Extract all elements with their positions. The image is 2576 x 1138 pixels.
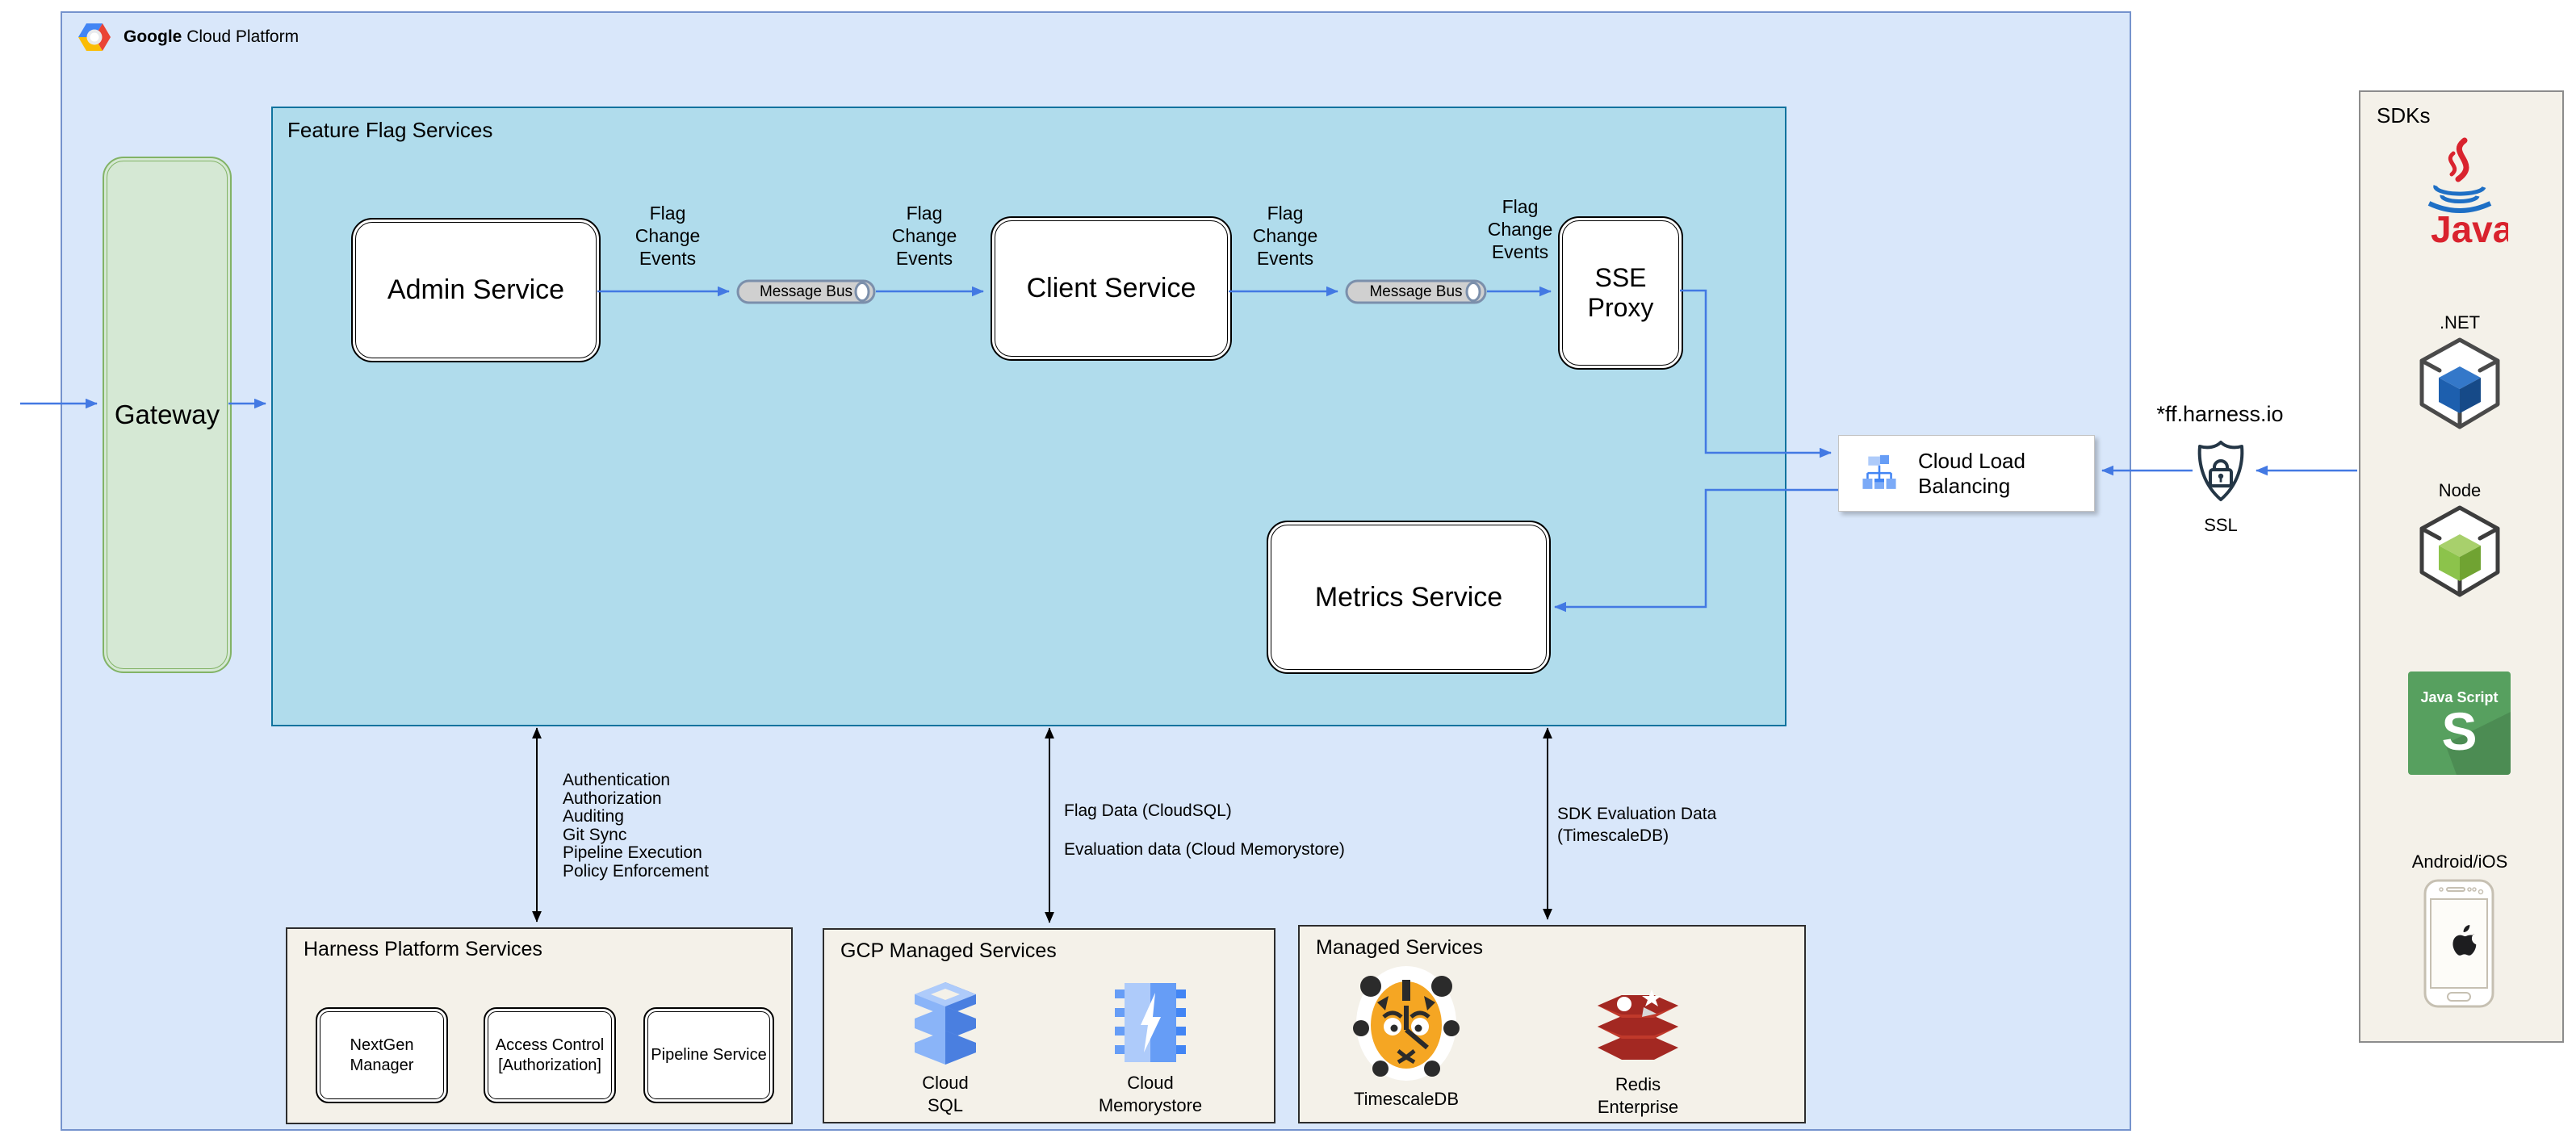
brand-bold: Google [124,27,182,46]
message-bus-1-label: Message Bus [759,282,853,300]
svg-text:Java: Java [2431,208,2508,250]
harness-domain-label: *ff.harness.io [2156,402,2284,426]
timescaledb-tiger-icon [1353,966,1460,1081]
javascript-text: Java Script [2420,689,2499,705]
feature-flag-services-title: Feature Flag Services [287,118,493,142]
cloud-memorystore-label: Cloud Memorystore [1098,1073,1203,1115]
sdk-evaluation-annotation: SDK Evaluation Data (TimescaleDB) [1557,805,1717,845]
sse-proxy-node: SSE Proxy [1558,216,1683,370]
sse-proxy-label: SSE Proxy [1587,263,1654,322]
brand-rest: Cloud Platform [186,27,299,46]
flag-data-annotation: Flag Data (CloudSQL) [1064,801,1232,820]
client-service-node: Client Service [991,216,1232,361]
cloud-sql-label: Cloud SQL [922,1073,969,1115]
gcp-logo-icon [78,23,111,51]
pipeline-service-node: Pipeline Service [643,1007,774,1103]
javascript-letter: S [2441,701,2478,761]
timescaledb-label: TimescaleDB [1354,1089,1459,1109]
admin-service-label: Admin Service [387,274,565,305]
nextgen-manager-label: NextGen Manager [350,1035,414,1074]
harness-platform-title: Harness Platform Services [304,938,542,960]
pipeline-service-label: Pipeline Service [651,1046,767,1064]
sdks-title: SDKs [2377,103,2431,128]
phone-apple-icon [2423,879,2494,1008]
message-bus-cylinder-icon [736,279,876,304]
message-bus-2-label: Message Bus [1369,282,1463,300]
client-service-label: Client Service [1026,273,1196,303]
java-logo-icon: Java [2427,137,2508,250]
access-control-node: Access Control [Authorization] [484,1007,616,1103]
flag-change-events-label-1: Flag Change Events [635,203,701,270]
redis-enterprise-label: Redis Enterprise [1597,1074,1679,1117]
metrics-service-node: Metrics Service [1267,521,1551,674]
message-bus-cylinder-icon [1345,279,1487,304]
managed-services-title: Managed Services [1316,936,1484,959]
android-ios-label: Android/iOS [2411,851,2508,872]
access-control-label: Access Control [Authorization] [495,1035,605,1074]
node-cube-icon [2419,505,2500,597]
cloud-sql-icon [915,982,976,1065]
gateway-label: Gateway [114,400,220,429]
harness-capabilities-annotation: Authentication Authorization Auditing Gi… [563,771,709,881]
cloud-load-balancing-node: Cloud Load Balancing [1838,435,2095,512]
gateway-node: Gateway [103,157,232,673]
flag-change-events-label-2: Flag Change Events [891,203,957,270]
cloud-load-balancing-label: Cloud Load Balancing [1917,448,2025,498]
cloud-memorystore-icon [1115,983,1186,1062]
gcp-header: Google Cloud Platform [77,21,299,53]
cloud-load-balancing-icon [1862,454,1896,489]
ssl-label: SSL [2204,515,2238,535]
node-label: Node [2438,480,2482,500]
redis-icon [1598,989,1678,1060]
dotnet-cube-icon [2419,337,2500,429]
message-bus-1: Message Bus [736,279,876,304]
flag-change-events-label-4: Flag Change Events [1487,196,1553,263]
dotnet-label: .NET [2439,312,2481,333]
metrics-service-label: Metrics Service [1314,581,1503,613]
message-bus-2: Message Bus [1345,279,1487,304]
ssl-shield-lock-icon [2197,441,2244,501]
nextgen-manager-node: NextGen Manager [316,1007,448,1103]
evaluation-data-annotation: Evaluation data (Cloud Memorystore) [1064,840,1345,859]
javascript-tile-icon: Java Script S [2408,672,2511,775]
gcp-managed-panel [823,928,1275,1123]
flag-change-events-label-3: Flag Change Events [1252,203,1318,270]
gcp-managed-title: GCP Managed Services [840,939,1057,962]
admin-service-node: Admin Service [351,218,601,362]
